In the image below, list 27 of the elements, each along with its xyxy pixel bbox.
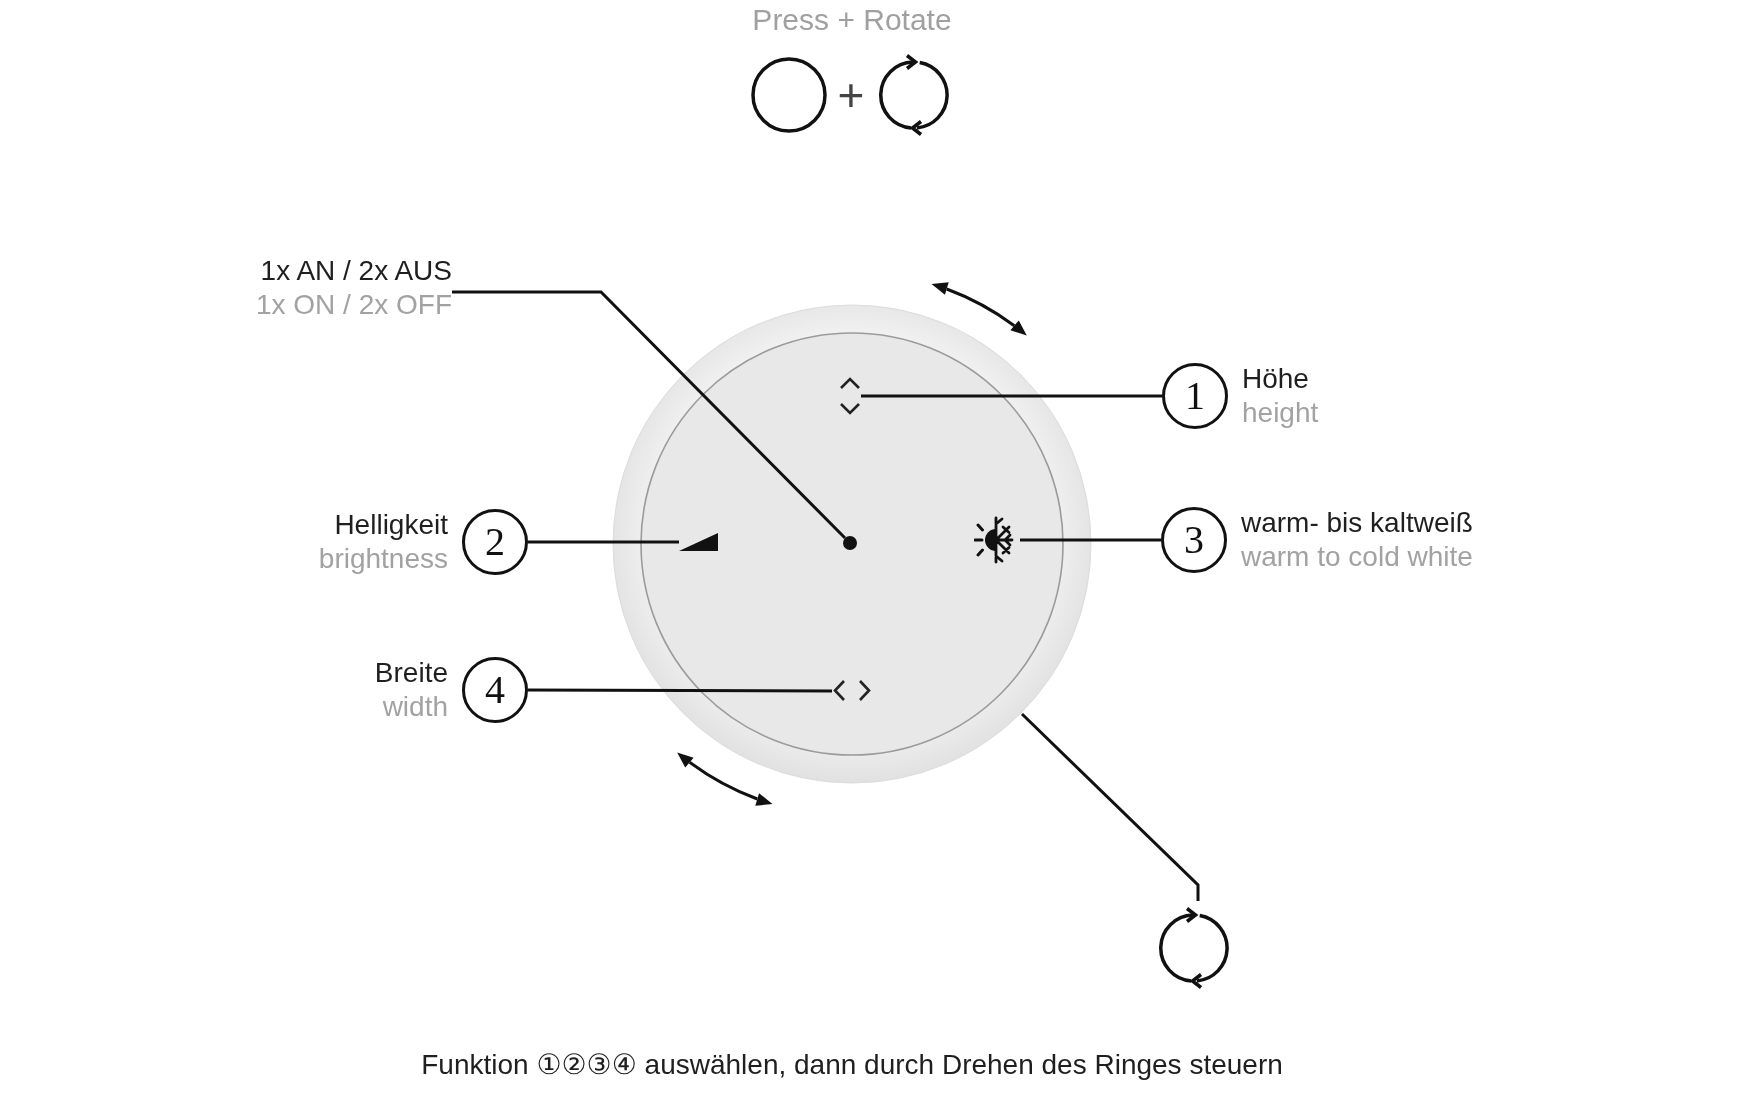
leader-line xyxy=(861,394,1162,398)
translation-text: brightness xyxy=(318,542,448,576)
caption-text: Funktion ①②③④ auswählen, dann durch Drehen des Ringes steuern xyxy=(421,1048,1283,1082)
instruction-text: Press + Rotate xyxy=(752,3,952,38)
leader-line xyxy=(1020,712,1200,901)
label-text: 1x AN / 2x AUS xyxy=(260,254,452,288)
leader-line xyxy=(452,290,847,540)
callout-number: 1 xyxy=(1162,363,1228,429)
plus-sign: + xyxy=(837,69,865,122)
leader-line xyxy=(528,540,679,544)
leader-line xyxy=(1020,538,1161,542)
leader-line xyxy=(528,688,832,693)
translation-text: height xyxy=(1242,396,1319,430)
callout-number: 3 xyxy=(1161,507,1227,573)
translation-text: warm to cold white xyxy=(1241,540,1473,574)
label-text: Höhe xyxy=(1242,362,1309,396)
left-right-chevron-icon xyxy=(832,679,872,702)
up-down-chevron-icon xyxy=(839,376,861,416)
wedge-icon xyxy=(679,533,718,551)
label-text: Helligkeit xyxy=(334,508,448,542)
translation-text: width xyxy=(382,690,448,724)
control-dial xyxy=(612,304,1092,784)
label-text: Breite xyxy=(374,656,448,690)
translation-text: 1x ON / 2x OFF xyxy=(255,288,452,322)
callout-number: 2 xyxy=(462,509,528,575)
callout-number: 4 xyxy=(462,657,528,723)
label-text: warm- bis kaltweiß xyxy=(1241,506,1473,540)
